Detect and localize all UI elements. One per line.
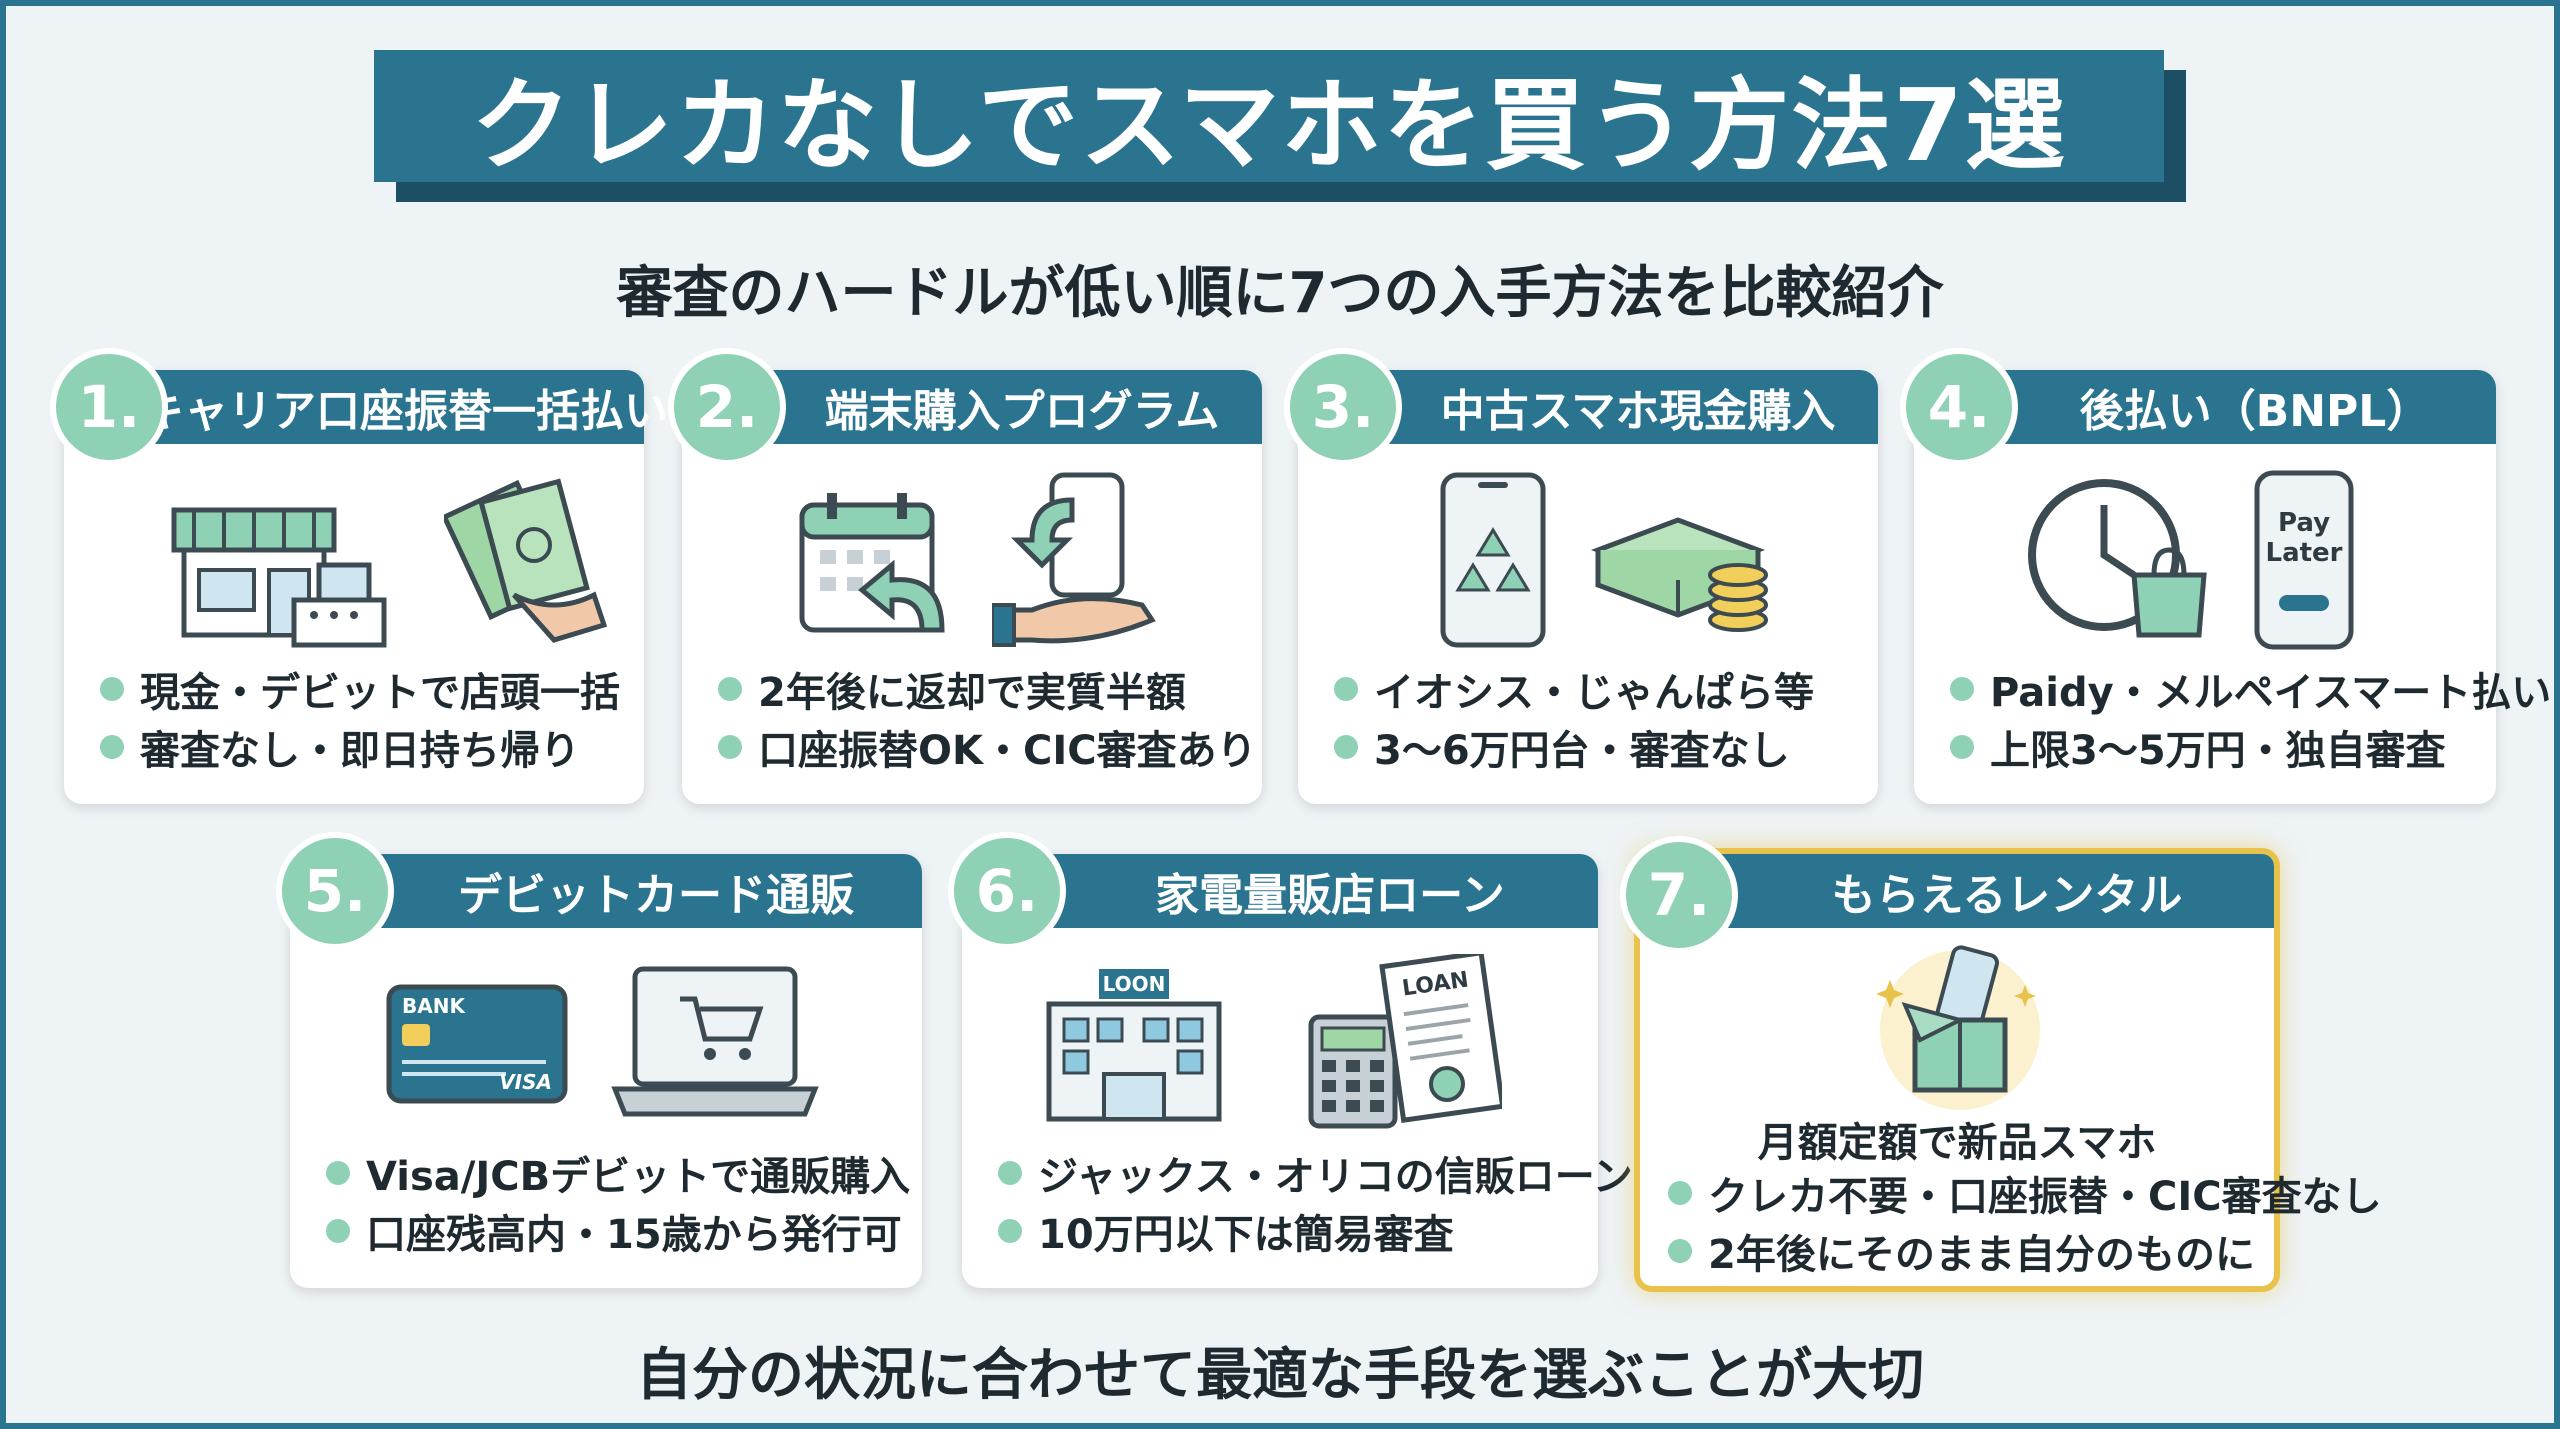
card-1-bullets: 現金・デビットで店頭一括 審査なし・即日持ち帰り <box>100 660 624 776</box>
bullet-text: Visa/JCBデビットで通販購入 <box>366 1154 911 1200</box>
bullet-text: Paidy・メルペイスマート払い <box>1990 670 2552 716</box>
card-7-headline: 月額定額で新品スマホ <box>1757 1120 2157 1166</box>
card-2-number: 2. <box>668 348 786 466</box>
bullet-dot <box>998 1219 1022 1243</box>
list-item: Visa/JCBデビットで通販購入 <box>326 1144 910 1202</box>
card-4-number: 4. <box>1900 348 2018 466</box>
bullet-text: 2年後に返却で実質半額 <box>758 670 1186 716</box>
card-2-bullets: 2年後に返却で実質半額 口座振替OK・CIC審査あり <box>718 660 1257 776</box>
card-6-bullets: ジャックス・オリコの信販ローン 10万円以下は簡易審査 <box>998 1144 1633 1260</box>
shopping-bag-icon <box>2124 540 2214 644</box>
card-7: もらえるレンタル 月額定額で新品スマホ クレカ不要・口座振替・CIC審査なし 2… <box>1620 836 2382 1292</box>
list-item: ジャックス・オリコの信販ローン <box>998 1144 1633 1202</box>
cash-coins-icon <box>1588 490 1788 644</box>
list-item: 審査なし・即日持ち帰り <box>100 718 624 776</box>
title-banner: クレカなしでスマホを買う方法7選 <box>374 50 2186 202</box>
bullet-dot <box>1334 677 1358 701</box>
gift-box-phone-icon <box>1860 940 2060 1114</box>
list-item: Paidy・メルペイスマート払い <box>1950 660 2551 718</box>
pay-later-text: Pay Later <box>2254 508 2354 568</box>
card-1-number: 1. <box>50 348 168 466</box>
card-5-bullets: Visa/JCBデビットで通販購入 口座残高内・15歳から発行可 <box>326 1144 910 1260</box>
bullet-text: 3〜6万円台・審査なし <box>1374 728 1790 774</box>
card-7-bullets: クレカ不要・口座振替・CIC審査なし 2年後にそのまま自分のものに <box>1668 1164 2382 1280</box>
list-item: 口座振替OK・CIC審査あり <box>718 718 1257 776</box>
bullet-dot <box>718 677 742 701</box>
bullet-dot <box>1950 677 1974 701</box>
bullet-dot <box>100 735 124 759</box>
pay-later-phone-icon: Pay Later <box>2254 470 2354 650</box>
list-item: 現金・デビットで店頭一括 <box>100 660 624 718</box>
bullet-text: ジャックス・オリコの信販ローン <box>1038 1154 1633 1200</box>
list-item: クレカ不要・口座振替・CIC審査なし <box>1668 1164 2382 1222</box>
building-sign: LOON <box>1102 972 1166 996</box>
bullet-text: 口座振替OK・CIC審査あり <box>758 728 1257 774</box>
bullet-text: クレカ不要・口座振替・CIC審査なし <box>1708 1174 2382 1220</box>
cash-in-hand-icon <box>441 475 614 649</box>
building-icon: LOON <box>1044 964 1224 1124</box>
bullet-text: 上限3〜5万円・独自審査 <box>1990 728 2446 774</box>
card-brand-label: VISA <box>499 1070 552 1094</box>
title-box: クレカなしでスマホを買う方法7選 <box>374 50 2164 184</box>
bullet-dot <box>718 735 742 759</box>
list-item: イオシス・じゃんぱら等 <box>1334 660 1858 718</box>
phone-return-hand-icon <box>990 470 1162 654</box>
card-6: 家電量販店ローン LOON LOAN 6. ジャックス・オリコの信販ローン <box>948 832 1633 1288</box>
card-4-bullets: Paidy・メルペイスマート払い 上限3〜5万円・独自審査 <box>1950 660 2551 776</box>
card-5-number: 5. <box>276 832 394 950</box>
card-3-bullets: イオシス・じゃんぱら等 3〜6万円台・審査なし <box>1334 660 1858 776</box>
bullet-text: 審査なし・即日持ち帰り <box>140 728 580 774</box>
bullet-dot <box>1950 735 1974 759</box>
calendar-return-icon <box>792 485 952 649</box>
bullet-dot <box>1668 1181 1692 1205</box>
list-item: 3〜6万円台・審査なし <box>1334 718 1858 776</box>
card-6-number: 6. <box>948 832 1066 950</box>
card-3-number: 3. <box>1284 348 1402 466</box>
card-6-header: 家電量販店ローン <box>962 854 1598 928</box>
bullet-dot <box>100 677 124 701</box>
list-item: 2年後に返却で実質半額 <box>718 660 1242 718</box>
loan-document-icon: LOAN <box>1372 954 1502 1124</box>
laptop-cart-icon <box>610 964 820 1128</box>
recycle-phone-icon <box>1438 470 1548 654</box>
cash-register-icon <box>284 550 394 654</box>
page-title: クレカなしでスマホを買う方法7選 <box>471 66 2067 184</box>
card-5: デビットカード通販 BANK VISA 5. Visa/JCBデビットで通販購入… <box>276 832 922 1288</box>
card-5-header: デビットカード通販 <box>290 854 922 928</box>
footer-message: 自分の状況に合わせて最適な手段を選ぶことが大切 <box>636 1343 1924 1408</box>
card-7-header: もらえるレンタル <box>1640 854 2274 928</box>
bullet-text: 2年後にそのまま自分のものに <box>1708 1232 2256 1278</box>
list-item: 2年後にそのまま自分のものに <box>1668 1222 2256 1280</box>
bullet-dot <box>1334 735 1358 759</box>
card-bank-label: BANK <box>402 994 465 1018</box>
debit-card-icon: BANK VISA <box>386 984 568 1104</box>
bullet-dot <box>1668 1239 1692 1263</box>
card-2: 端末購入プログラム 2. 2年後に返却で実質半額 口座振替OK・CIC審査あり <box>668 348 1262 804</box>
list-item: 口座残高内・15歳から発行可 <box>326 1202 902 1260</box>
card-7-number: 7. <box>1620 836 1738 954</box>
bullet-text: 10万円以下は簡易審査 <box>1038 1212 1454 1258</box>
card-4: 後払い（BNPL） Pay Later 4. Paidy・メルペイスマート払い … <box>1900 348 2551 804</box>
bullet-dot <box>326 1219 350 1243</box>
list-item: 10万円以下は簡易審査 <box>998 1202 1578 1260</box>
bullet-text: 口座残高内・15歳から発行可 <box>366 1212 902 1258</box>
bullet-text: 現金・デビットで店頭一括 <box>140 670 620 716</box>
bullet-dot <box>998 1161 1022 1185</box>
bullet-text: イオシス・じゃんぱら等 <box>1374 670 1814 716</box>
list-item: 上限3〜5万円・独自審査 <box>1950 718 2476 776</box>
card-3: 中古スマホ現金購入 3. イオシス・じゃんぱら等 3〜6万円台・審査なし <box>1284 348 1878 804</box>
bullet-dot <box>326 1161 350 1185</box>
pay-label: Pay <box>2277 508 2331 538</box>
later-label: Later <box>2265 538 2343 568</box>
subtitle: 審査のハードルが低い順に7つの入手方法を比較紹介 <box>616 261 1944 326</box>
card-1: キャリア口座振替一括払い 1. 現金・デビットで店頭一括 審査なし・即日持ち帰り <box>50 348 668 804</box>
